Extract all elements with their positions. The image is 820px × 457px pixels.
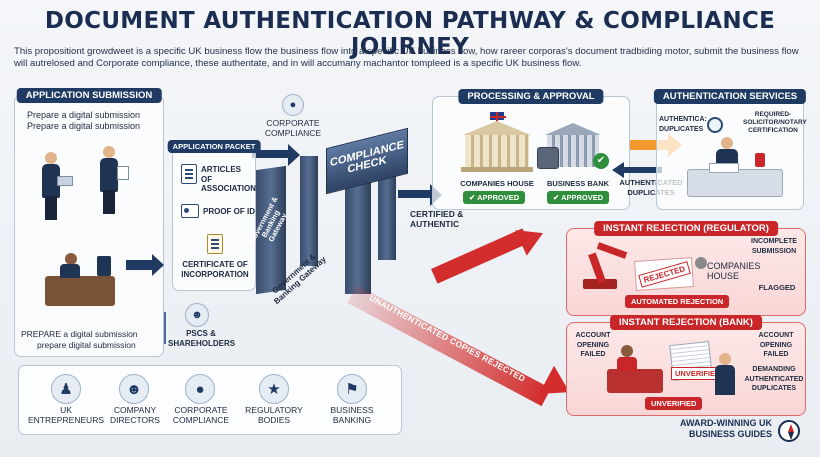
authenticated-duplicates-label: AUTHENTICATED DUPLICATES xyxy=(619,178,683,197)
authentication-duplicates-label: AUTHENTICA: DUPLICATES xyxy=(659,116,707,133)
demanding-duplicates-label: DEMANDING AUTHENTICATED DUPLICATES xyxy=(744,366,804,392)
application-packet-heading: APPLICATION PACKET xyxy=(167,140,261,153)
certificate-icon xyxy=(207,234,223,254)
flow-arrow xyxy=(126,254,164,276)
rejection-bank-heading: INSTANT REJECTION (BANK) xyxy=(610,315,762,330)
audience-corporate-compliance: CORPORATE COMPLIANCE xyxy=(172,405,230,425)
audience-uk-entrepreneurs: UK ENTREPRENEURS xyxy=(27,405,105,425)
approved-badge-bank: ✔ APPROVED xyxy=(547,191,610,204)
page-title: DOCUMENT AUTHENTICATION PATHWAY & COMPLI… xyxy=(44,8,776,60)
processing-approval-panel: PROCESSING & APPROVAL COMPANIES HOUSE ✔ … xyxy=(432,89,630,210)
pscs-label: PSCs & SHAREHOLDERS xyxy=(168,329,236,348)
audience-business-banking: BUSINESS BANKING xyxy=(330,405,374,425)
flagged-label: FLAGGED xyxy=(758,283,796,292)
submission-line-1: Prepare a digital submission xyxy=(27,110,141,120)
crest-icon xyxy=(695,257,707,269)
unverified-tag: UNVERIFIED xyxy=(645,397,703,410)
application-submission-heading: APPLICATION SUBMISSION xyxy=(16,88,162,103)
orange-arrow xyxy=(630,140,670,150)
footer-brand: AWARD-WINNING UK BUSINESS GUIDES xyxy=(680,418,772,439)
flow-arrow xyxy=(252,144,300,166)
packet-item-articles: ARTICLES OF ASSOCIATION xyxy=(201,165,256,193)
account-opening-failed-left: ACCOUNT OPENING FAILED xyxy=(575,332,611,358)
companies-house-label: COMPANIES HOUSE xyxy=(460,179,534,188)
rejection-regulator-heading: INSTANT REJECTION (REGULATOR) xyxy=(594,221,778,236)
regulator-companies-house: COMPANIES HOUSE xyxy=(707,261,761,281)
application-packet-panel: APPLICATION PACKET ARTICLES OF ASSOCIATI… xyxy=(167,140,261,291)
document-icon xyxy=(181,164,197,184)
connector-line xyxy=(164,312,166,344)
director-icon: ☻ xyxy=(119,374,149,404)
audience-company-directors: COMPANY DIRECTORS xyxy=(110,405,160,425)
bank-icon: ⚑ xyxy=(337,374,367,404)
id-card-icon xyxy=(181,204,199,218)
submission-line-2: Prepare a digital submission xyxy=(27,121,141,131)
certified-label: CERTIFIED & AUTHENTIC xyxy=(410,209,464,229)
shareholders-icon: ☻ xyxy=(185,303,209,327)
duplicates-arrow xyxy=(622,167,662,173)
corporate-compliance-label: CORPORATE COMPLIANCE xyxy=(264,118,322,138)
automated-rejection-tag: AUTOMATED REJECTION xyxy=(625,295,730,308)
authentication-services-panel: AUTHENTICATION SERVICES AUTHENTICA: DUPL… xyxy=(653,89,807,210)
notary-certification-label: REQUIRED-SOLICITOR/NOTARY CERTIFICATION xyxy=(743,111,807,134)
application-submission-panel: APPLICATION SUBMISSION Prepare a digital… xyxy=(14,88,164,357)
packet-item-certificate: CERTIFICATE OF INCORPORATION xyxy=(181,260,249,279)
processing-heading: PROCESSING & APPROVAL xyxy=(458,89,604,104)
rejected-stamp: REJECTED xyxy=(634,257,694,291)
approved-badge-companies-house: ✔ APPROVED xyxy=(463,191,526,204)
intro-paragraph: This propositiont growdweet is a specifi… xyxy=(14,46,799,69)
audience-panel: ♟ UK ENTREPRENEURS ☻ COMPANY DIRECTORS ●… xyxy=(18,365,402,435)
authentication-heading: AUTHENTICATION SERVICES xyxy=(653,89,807,104)
certified-arrow xyxy=(398,184,442,206)
packet-item-proof-of-id: PROOF OF ID xyxy=(203,207,255,216)
submission-bottom-line-1: PREPARE a digital submission xyxy=(21,329,138,339)
submission-bottom-line-2: prepare digital submission xyxy=(37,340,136,350)
compass-icon xyxy=(778,420,800,442)
group-icon: ● xyxy=(282,94,304,116)
account-opening-failed-right: ACCOUNT OPENING FAILED xyxy=(758,332,794,358)
rejection-bank-panel: INSTANT REJECTION (BANK) ACCOUNT OPENING… xyxy=(566,315,806,416)
business-bank-label: BUSINESS BANK xyxy=(546,179,610,188)
badge-icon: ★ xyxy=(259,374,289,404)
rejection-regulator-panel: INSTANT REJECTION (REGULATOR) REJECTED C… xyxy=(566,221,806,316)
incomplete-submission-label: INCOMPLETE SUBMISSION xyxy=(751,238,797,255)
arrow-head xyxy=(612,162,624,178)
person-icon: ♟ xyxy=(51,374,81,404)
audience-regulatory-bodies: REGULATORY BODIES xyxy=(245,405,303,425)
magnifier-icon xyxy=(707,117,723,133)
group-icon: ● xyxy=(185,374,215,404)
